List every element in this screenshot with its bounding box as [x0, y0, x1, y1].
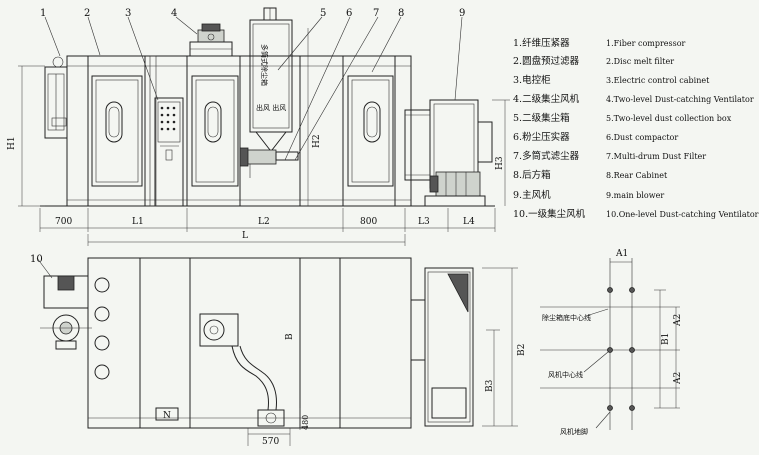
- box-label-vertical: 多筒式除尘箱: [260, 44, 269, 86]
- part-num-1: 1: [40, 8, 46, 19]
- dust-collection-box: [249, 7, 293, 151]
- legend-cn-6: 6.粉尘压实器: [513, 131, 570, 143]
- dim-a2: A2: [673, 314, 683, 327]
- dim-b: B: [285, 333, 295, 340]
- legend-cn-5: 5.二级集尘箱: [513, 112, 570, 124]
- plan-view: N: [40, 257, 474, 429]
- part-num-10: 10: [30, 254, 43, 265]
- label-dust-center: 除尘箱底中心线: [542, 313, 591, 322]
- part-numbers: 1 2 3 4 5 6 7 8 9 10: [30, 8, 465, 265]
- part-num-4: 4: [171, 8, 177, 19]
- label-fan-center: 风机中心线: [548, 370, 583, 379]
- legend-en-2: 2.Disc melt filter: [606, 57, 674, 66]
- legend-cn-3: 3.电控柜: [513, 74, 551, 86]
- disc-filter-2: [191, 75, 239, 187]
- legend-cn-1: 1.纤维压紧器: [513, 37, 570, 49]
- dim-b2-b3: [482, 267, 518, 427]
- dim-570: 570: [262, 437, 279, 447]
- dim-l-overall: [87, 234, 406, 246]
- dim-l3: L3: [418, 217, 430, 227]
- dim-b1: B1: [661, 333, 671, 345]
- part-num-2: 2: [84, 8, 90, 19]
- dim-800: 800: [360, 217, 377, 227]
- main-filter-body: [66, 55, 412, 207]
- dim-l4: L4: [463, 217, 475, 227]
- electric-control-cabinet: [154, 97, 184, 207]
- legend-en-3: 3.Electric control cabinet: [606, 76, 710, 85]
- legend-en-10: 10.One-level Dust-catching Ventilator: [606, 210, 759, 219]
- dim-480: 480: [301, 415, 310, 430]
- part-num-9: 9: [459, 8, 465, 19]
- dim-row-1: [39, 208, 496, 232]
- legend-cn-2: 2.圆盘预过滤器: [513, 55, 580, 67]
- main-blower: [404, 99, 493, 207]
- part-num-7: 7: [373, 8, 379, 19]
- disc-filter-3: [347, 75, 394, 187]
- legend-en-1: 1.Fiber compressor: [606, 39, 686, 48]
- two-level-ventilator: [189, 23, 233, 57]
- dim-h1: [18, 65, 45, 207]
- dust-compactor: [239, 147, 299, 178]
- small-label: N: [163, 411, 171, 421]
- legend-en-4: 4.Two-level Dust-catching Ventilator: [606, 95, 754, 104]
- dim-b3: B3: [485, 379, 495, 392]
- part-num-5: 5: [320, 8, 326, 19]
- legend-cn-9: 9.主风机: [513, 189, 551, 201]
- legend-en-7: 7.Multi-drum Dust Filter: [606, 152, 706, 161]
- legend-en-8: 8.Rear Cabinet: [606, 171, 668, 180]
- label-fan-bolt: 风机地脚: [560, 427, 588, 436]
- dim-h3: [492, 99, 510, 206]
- dim-570-480: [247, 408, 301, 446]
- dim-700: 700: [55, 217, 72, 227]
- dim-b2: B2: [517, 344, 527, 356]
- dim-h2-label: H2: [312, 134, 322, 148]
- dim-h1-label: H1: [7, 136, 17, 150]
- legend-en-6: 6.Dust compactor: [606, 133, 678, 142]
- dim-l: L: [242, 231, 248, 241]
- legend: 1.纤维压紧器 1.Fiber compressor 2.圆盘预过滤器 2.Di…: [513, 37, 759, 220]
- disc-filter-1: [91, 75, 143, 187]
- part-number-leaders: [36, 16, 463, 279]
- legend-cn-10: 10.一级集尘风机: [513, 208, 586, 220]
- legend-cn-7: 7.多筒式滤尘器: [513, 150, 580, 162]
- part-num-8: 8: [398, 8, 404, 19]
- dim-l1: L1: [132, 217, 144, 227]
- foundation-diagram: [540, 258, 680, 430]
- dim-a1: A1: [615, 249, 628, 259]
- dim-a2-lower: A2: [673, 372, 683, 385]
- part-num-3: 3: [125, 8, 131, 19]
- legend-en-5: 5.Two-level dust collection box: [606, 114, 732, 123]
- dim-l2: L2: [258, 217, 270, 227]
- legend-cn-8: 8.后方箱: [513, 169, 551, 181]
- legend-en-9: 9.main blower: [606, 191, 664, 200]
- part-num-6: 6: [346, 8, 352, 19]
- dim-h3-label: H3: [495, 156, 505, 170]
- box-label-outlet: 出风 出风: [256, 103, 286, 112]
- legend-cn-4: 4.二级集尘风机: [513, 93, 580, 105]
